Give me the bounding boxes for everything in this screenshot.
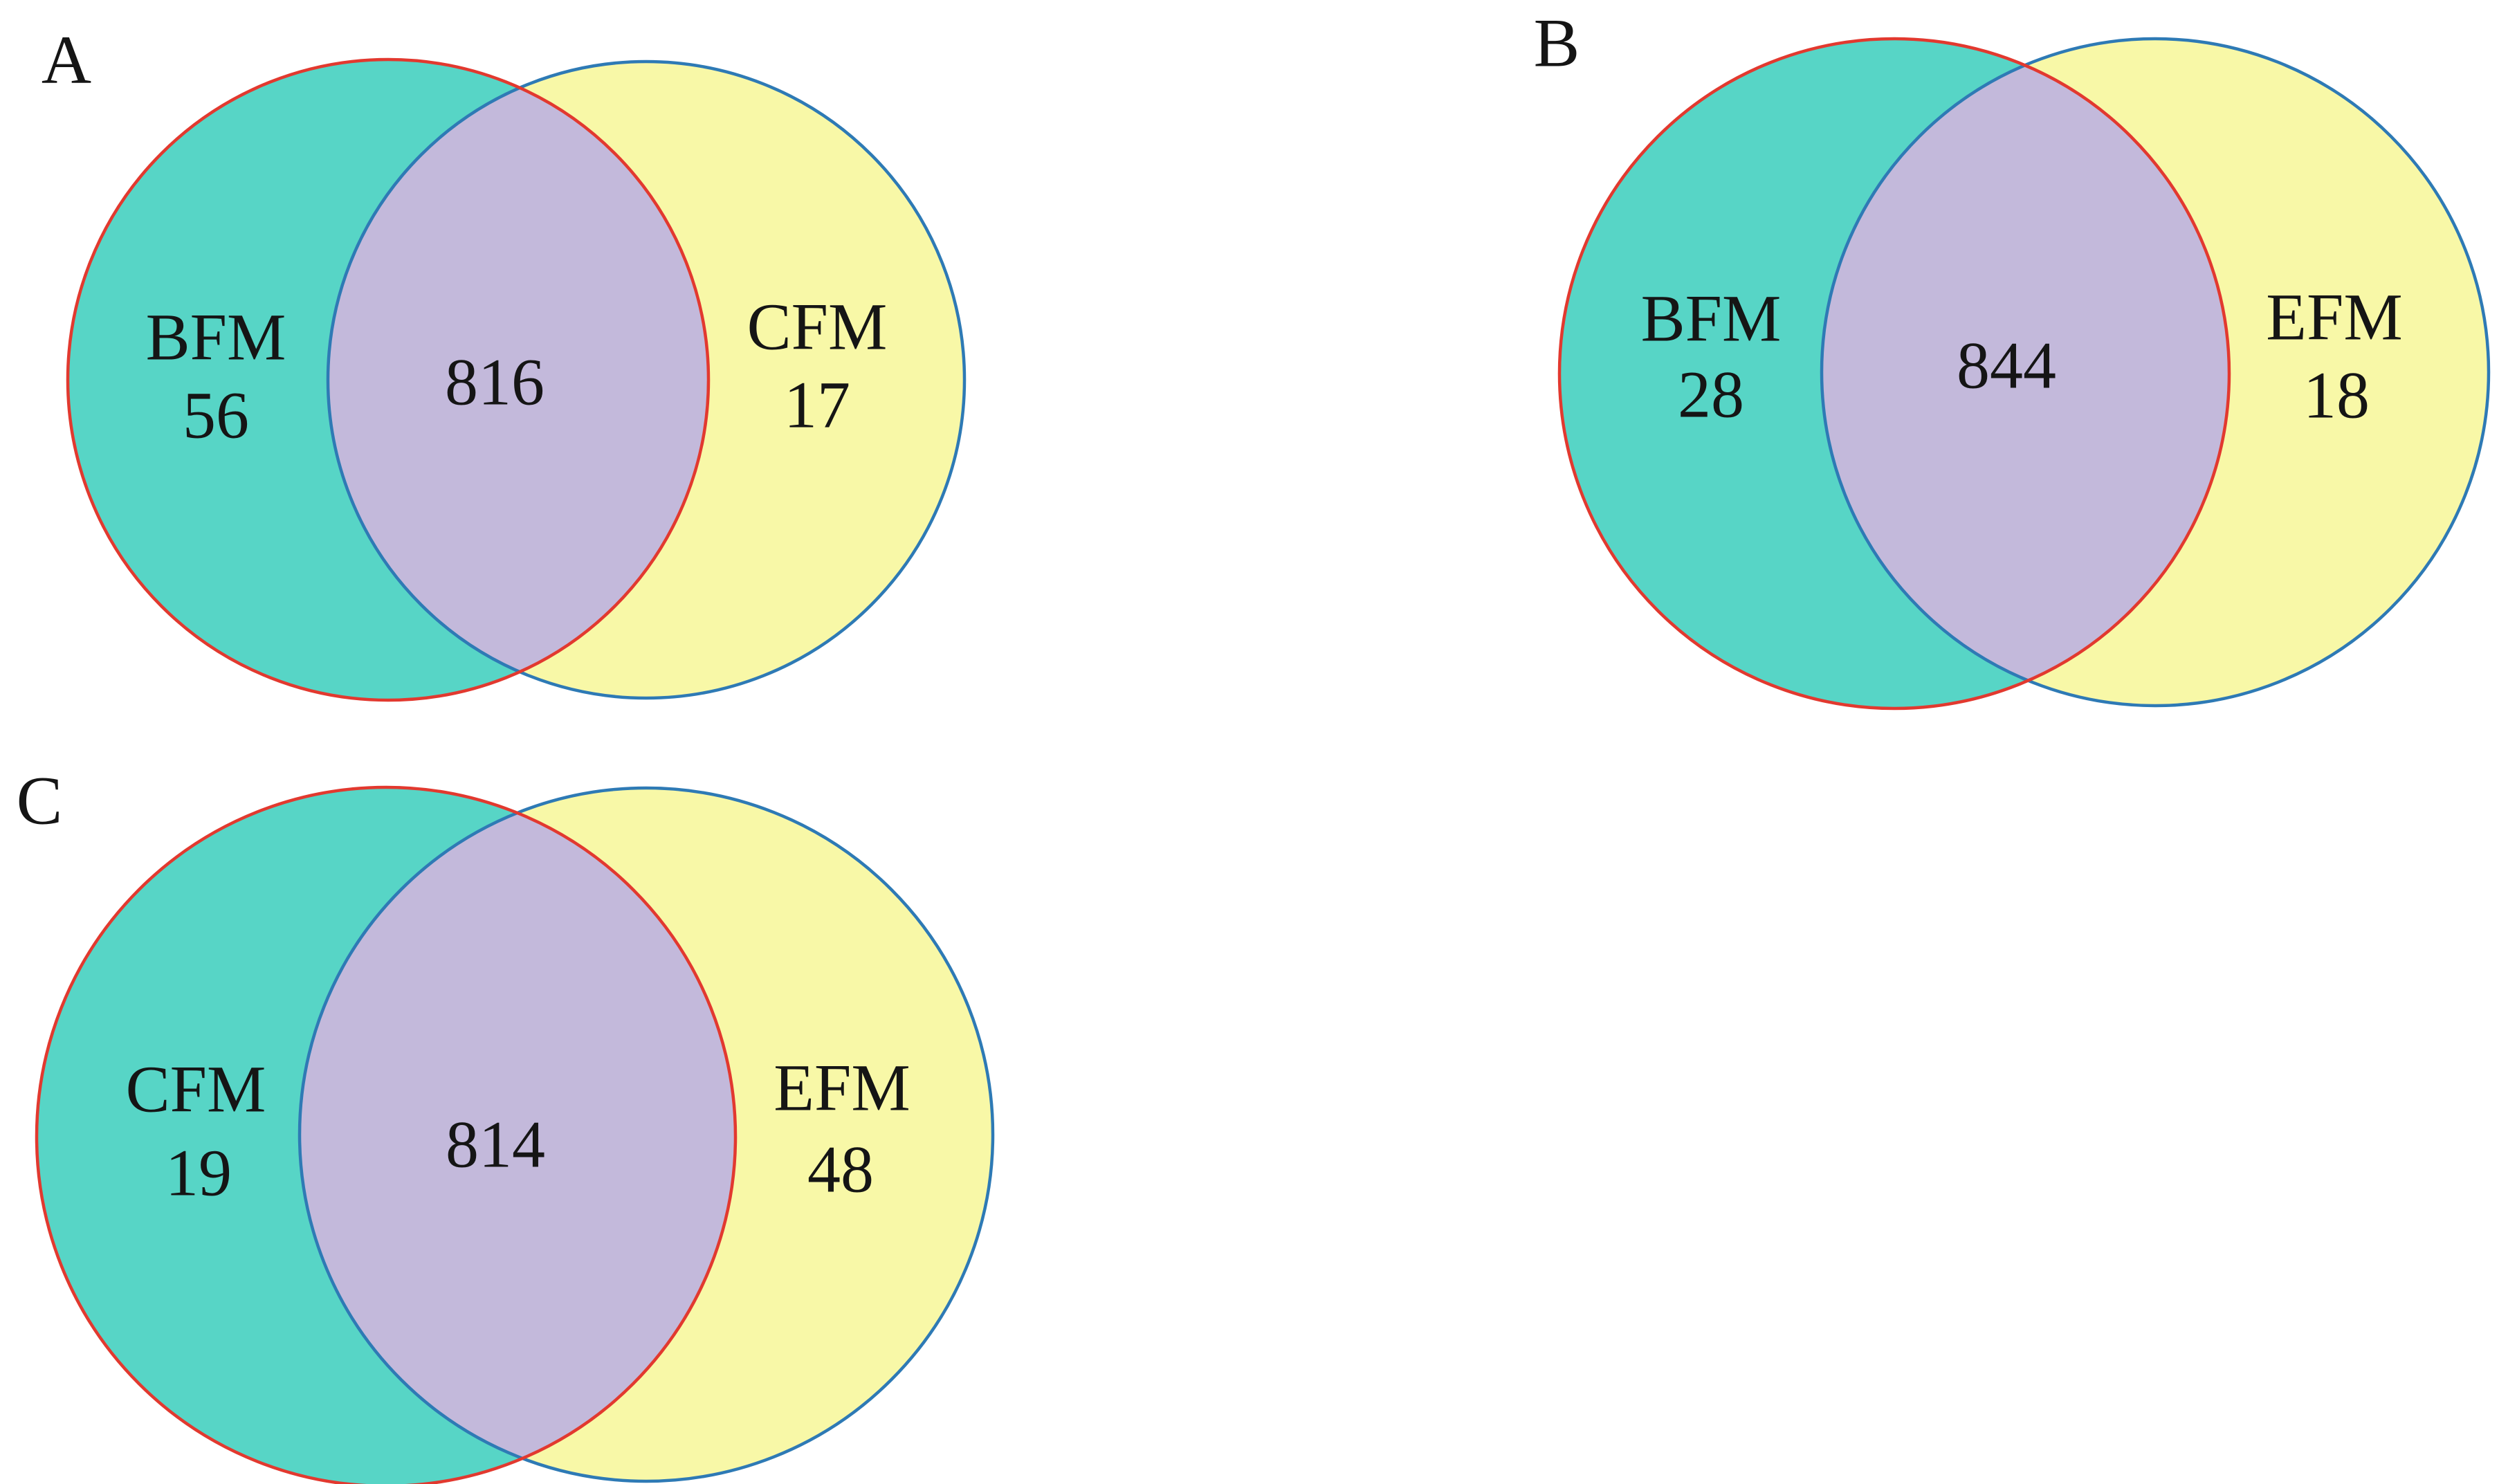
venn-b-left-set-count: 28 xyxy=(1678,358,1744,432)
venn-b-overlap-region xyxy=(1822,39,2229,706)
venn-c-left-set-label: CFM xyxy=(126,1052,266,1126)
venn-panel-b: B BFM 28 844 EFM 18 xyxy=(1534,5,2491,711)
venn-c-overlap-region xyxy=(300,788,735,1481)
venn-a-left-set-count: 56 xyxy=(183,378,249,452)
panel-b-letter: B xyxy=(1534,5,1580,82)
venn-c-left-circle-outline xyxy=(35,785,738,1484)
venn-b-overlap-count: 844 xyxy=(1957,329,2056,403)
venn-a-left-circle-outline xyxy=(66,57,711,702)
venn-c-overlap-count: 814 xyxy=(446,1108,545,1182)
venn-b-right-circle-outline xyxy=(1820,37,2491,708)
venn-c-left-set-count: 19 xyxy=(165,1136,232,1210)
venn-a-overlap-region xyxy=(328,62,708,698)
venn-c-right-circle-outline xyxy=(298,786,995,1483)
panel-c-letter: C xyxy=(17,762,63,839)
venn-a-right-circle-outline xyxy=(326,59,967,700)
venn-b-right-set-count: 18 xyxy=(2303,358,2370,432)
venn-a-right-set-label: CFM xyxy=(747,290,888,364)
venn-b-right-set-label: EFM xyxy=(2266,280,2402,354)
venn-a-right-set-count: 17 xyxy=(784,368,850,442)
venn-c-right-set-count: 48 xyxy=(807,1133,874,1207)
venn-b-left-set-label: BFM xyxy=(1641,282,1782,356)
panel-a-letter: A xyxy=(42,21,91,98)
venn-panel-c: C CFM 19 814 EFM 48 xyxy=(17,762,995,1484)
venn-a-left-set-label: BFM xyxy=(146,300,286,374)
venn-a-overlap-count: 816 xyxy=(445,345,544,419)
venn-c-right-set-label: EFM xyxy=(774,1051,910,1125)
venn-panel-a: A BFM 56 816 CFM 17 xyxy=(42,21,967,702)
venn-b-left-circle-outline xyxy=(1557,37,2231,711)
